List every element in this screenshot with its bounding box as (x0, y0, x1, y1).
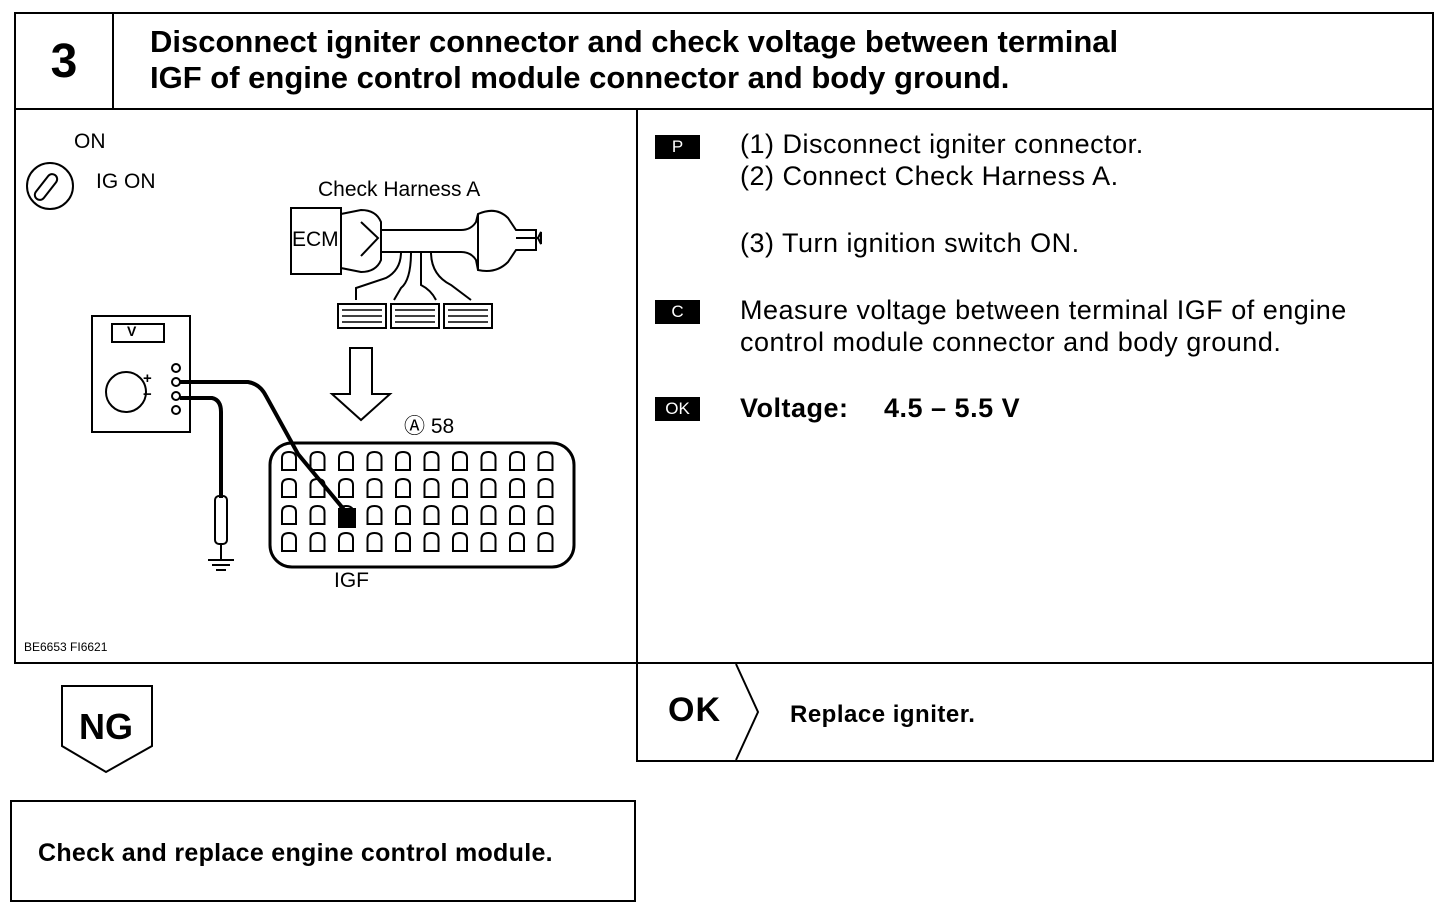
connector-pin (281, 450, 297, 471)
check-tag: C (655, 300, 700, 324)
connector-pin (537, 477, 554, 498)
connector-pin (366, 477, 383, 498)
connector-pin (281, 504, 297, 525)
connector-pin (509, 504, 525, 525)
ground-probe-icon (208, 495, 234, 571)
connector-pin (395, 477, 411, 498)
meter-minus-sign: − (143, 386, 152, 403)
connector-pin (395, 531, 411, 552)
connector-pin (281, 477, 297, 498)
connector-pin (452, 531, 468, 552)
ecm-label: ECM (292, 228, 339, 251)
step-number: 3 (50, 34, 78, 88)
connector-pin (537, 531, 554, 552)
connector-pin (480, 477, 497, 498)
connector-pin (281, 531, 297, 552)
switch-on-label: ON (74, 130, 106, 153)
step-title-line1: Disconnect igniter connector and check v… (150, 24, 1119, 59)
ok-result-label: OK (668, 691, 721, 729)
figure-code: BE6653 FI6621 (24, 640, 108, 654)
spec-label: Voltage: (740, 393, 849, 423)
check-line-1: Measure voltage between terminal IGF of … (740, 295, 1347, 325)
connector-pin (423, 450, 440, 471)
voltmeter-icon (91, 315, 191, 433)
connector-pin (480, 450, 497, 471)
ok-chevron-icon (735, 663, 760, 761)
check-line-2: control module connector and body ground… (740, 327, 1282, 357)
connector-pin (480, 531, 497, 552)
connector-pin (423, 531, 440, 552)
connector-pin (338, 450, 354, 471)
prep-step-1: (1) Disconnect igniter connector. (740, 129, 1144, 159)
ng-result-box (10, 800, 636, 902)
connector-pin (309, 504, 326, 525)
terminal-igf-label: IGF (334, 569, 369, 592)
connector-pin (395, 450, 411, 471)
prep-tag: P (655, 135, 700, 159)
connector-pin (309, 477, 326, 498)
down-arrow-icon (329, 347, 393, 422)
connector-pin (480, 504, 497, 525)
probe-leads (180, 380, 348, 514)
connector-pin (338, 531, 354, 552)
switch-ig-on-label: IG ON (96, 170, 156, 193)
connector-pin (366, 531, 383, 552)
connector-pin (395, 504, 411, 525)
connector-pin (452, 504, 468, 525)
ng-result-label: NG (79, 706, 133, 747)
column-divider (636, 108, 638, 762)
prep-step-3: (3) Turn ignition switch ON. (740, 228, 1080, 258)
connector-pin (309, 531, 326, 552)
connector-pin (509, 531, 525, 552)
ignition-switch-icon (26, 162, 74, 210)
ok-spec-tag: OK (655, 397, 700, 421)
connector-pin (509, 477, 525, 498)
step-title: Disconnect igniter connector and check v… (150, 24, 1350, 96)
connector-pin (423, 504, 440, 525)
connector-pin (509, 450, 525, 471)
connector-label: Ⓐ 58 (404, 415, 455, 438)
step-title-line2: IGF of engine control module connector a… (150, 60, 1010, 95)
connector-pin (452, 450, 468, 471)
step-number-cell (14, 12, 114, 110)
connector-pin (452, 477, 468, 498)
connector-a-icon (268, 441, 576, 569)
connector-pin (537, 504, 554, 525)
ok-result-action: Replace igniter. (790, 701, 976, 728)
ng-badge-icon (61, 685, 153, 774)
harness-label: Check Harness A (318, 178, 481, 201)
ng-result-action: Check and replace engine control module. (38, 839, 553, 867)
connector-pin (537, 450, 554, 471)
diagram-svg (26, 162, 576, 571)
meter-plus-sign: + (143, 370, 152, 387)
prep-step-2: (2) Connect Check Harness A. (740, 161, 1119, 191)
spec-value: 4.5 – 5.5 V (884, 393, 1021, 423)
connector-pin (309, 450, 326, 471)
check-harness-icon (337, 208, 542, 329)
connector-pin (366, 450, 383, 471)
connector-pin (338, 477, 354, 498)
meter-label: V (127, 323, 137, 339)
connector-pin (366, 504, 383, 525)
ok-result-box (636, 662, 1434, 762)
connector-pin (423, 477, 440, 498)
